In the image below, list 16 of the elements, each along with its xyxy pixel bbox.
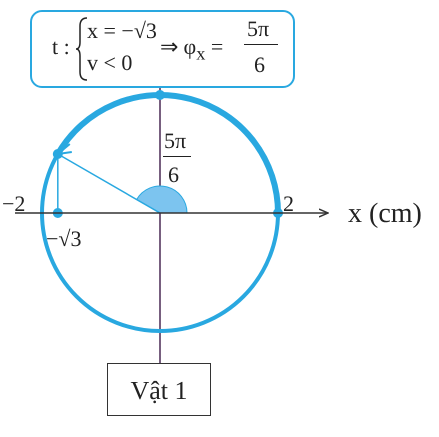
formula-text: ⇒ φ$_{x}$ = <box>160 36 224 63</box>
label-box <box>107 363 211 416</box>
formula-text: t : <box>52 36 70 58</box>
formula-text: x = −√3 <box>87 20 157 42</box>
fraction-denominator: 6 <box>254 54 265 76</box>
axis-label: x (cm) <box>348 200 422 228</box>
formula-box <box>30 10 295 88</box>
fraction-denominator: 6 <box>168 164 179 186</box>
axis-value: −√3 <box>46 228 82 250</box>
axis-value: 2 <box>283 193 294 215</box>
fraction-numerator: 5π <box>164 130 186 152</box>
box-label: Vật 1 <box>129 378 189 404</box>
fraction-numerator: 5π <box>247 18 270 40</box>
connector-line <box>159 88 161 363</box>
axis-value: −2 <box>2 193 26 215</box>
formula-text: v < 0 <box>87 52 132 74</box>
